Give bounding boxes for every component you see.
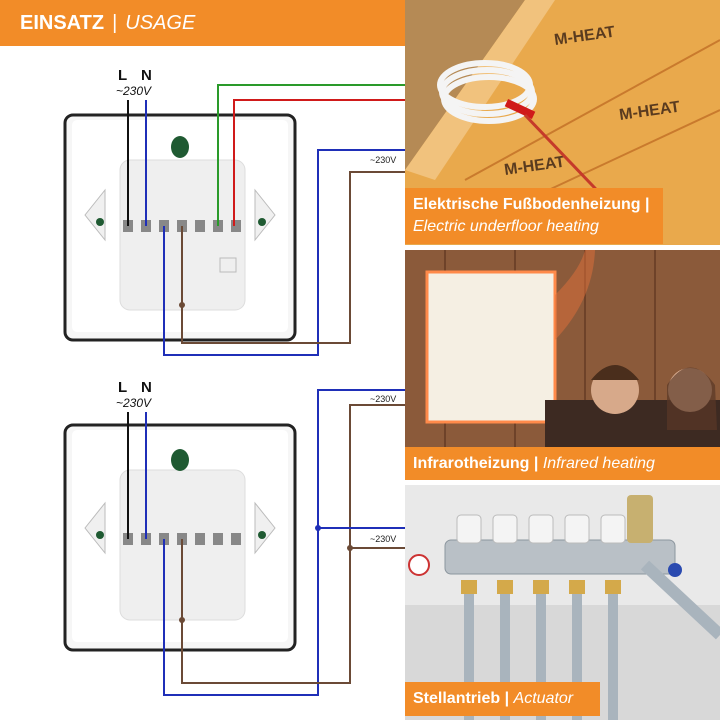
actuator-head [528, 514, 554, 544]
infrared-heating-image [405, 250, 720, 480]
thermostat-top-left-clip [84, 188, 106, 242]
caption-separator: | [645, 196, 650, 213]
panel-actuator: Stellantrieb | Actuator [405, 485, 720, 720]
pressure-gauge [408, 554, 430, 576]
wire-top-red [233, 99, 405, 226]
panel-underfloor-heating: M-HEAT M-HEAT M-HEAT Elektrische Fußbode… [405, 0, 720, 245]
caption-subtitle: Actuator [513, 690, 574, 707]
wire-junction-dot [315, 525, 321, 531]
thermostat-top-right-clip [254, 188, 276, 242]
thermostat-bottom-right-screw-hole [258, 531, 266, 539]
wire-bottom-out-blue [163, 389, 405, 696]
header-title: EINSATZ [20, 11, 105, 34]
wire-top-out-blue [163, 149, 405, 356]
caption-separator: | [533, 455, 539, 472]
cable-red-cap [504, 99, 536, 119]
mat-seam [464, 39, 720, 181]
actuator-heads [456, 514, 626, 544]
header-subtitle: USAGE [125, 11, 196, 34]
actuator-head [456, 514, 482, 544]
manifold-bar [444, 539, 676, 575]
actuator-image [405, 485, 720, 720]
header-banner: EINSATZ | USAGE [0, 0, 405, 46]
wire-junction-dot [347, 545, 353, 551]
heating-mat-edge [405, 0, 555, 180]
caption-actuator: Stellantrieb | Actuator [405, 682, 600, 716]
caption-subtitle: Infrared heating [542, 455, 655, 472]
thermostat-top-label-n: N [141, 67, 152, 84]
wire-junction-dot [179, 302, 185, 308]
terminal [195, 220, 205, 232]
supply-pipe [640, 560, 720, 640]
thermostat-bottom-label-n: N [141, 379, 152, 396]
wires-top [127, 84, 405, 356]
voltage-label-bottom: ~230V [370, 534, 396, 544]
caption-underfloor-heating: Elektrische Fußbodenheizung | Electric u… [405, 188, 663, 244]
infrared-glow [555, 250, 595, 340]
terminal [231, 220, 241, 232]
terminal [195, 533, 205, 545]
wire-bottom-out-brown [181, 404, 405, 684]
thermostat-top-right-screw-hole [258, 218, 266, 226]
caption-title: Stellantrieb [413, 690, 501, 707]
wiring-diagram: L N ~230V L N ~230V [63, 67, 405, 696]
person-man-hair [591, 365, 639, 380]
actuator-head [600, 514, 626, 544]
wire-top-green [217, 84, 405, 226]
thermostat-top-voltage: ~230V [116, 84, 152, 98]
terminal [231, 533, 241, 545]
thermostat-bottom: L N ~230V [63, 379, 297, 652]
thermostat-top-connector [219, 257, 237, 273]
header-separator: | [112, 11, 118, 34]
infrared-panel [425, 270, 557, 424]
person-woman-hair [667, 367, 717, 430]
voltage-label-top: ~230V [370, 155, 396, 165]
terminal [213, 533, 223, 545]
panel-infrared-heating: Infrarotheizung | Infrared heating [405, 250, 720, 480]
cable-coil [437, 60, 537, 124]
caption-separator: | [504, 690, 510, 707]
thermostat-bottom-left-screw-hole [96, 531, 104, 539]
caption-title: Infrarotheizung [413, 455, 530, 472]
thermostat-top-label-l: L [118, 67, 127, 84]
wires-bottom [127, 389, 405, 696]
actuator-head [564, 514, 590, 544]
thermostat-top-led [171, 136, 189, 158]
caption-infrared-heating: Infrarotheizung | Infrared heating [405, 447, 720, 480]
air-vent-valve [627, 495, 653, 543]
wire-junction-dot [179, 617, 185, 623]
brass-fittings [461, 580, 621, 594]
blue-valve-handle [668, 563, 682, 577]
thermostat-top: L N ~230V [63, 67, 297, 342]
caption-title: Elektrische Fußbodenheizung [413, 196, 641, 213]
actuator-head [492, 514, 518, 544]
caption-subtitle: Electric underfloor heating [413, 218, 599, 235]
thermostat-bottom-right-clip [254, 501, 276, 555]
thermostat-bottom-left-clip [84, 501, 106, 555]
thermostat-bottom-label-l: L [118, 379, 127, 396]
voltage-label-middle: ~230V [370, 394, 396, 404]
thermostat-top-left-screw-hole [96, 218, 104, 226]
thermostat-bottom-led [171, 449, 189, 471]
thermostat-bottom-voltage: ~230V [116, 396, 152, 410]
